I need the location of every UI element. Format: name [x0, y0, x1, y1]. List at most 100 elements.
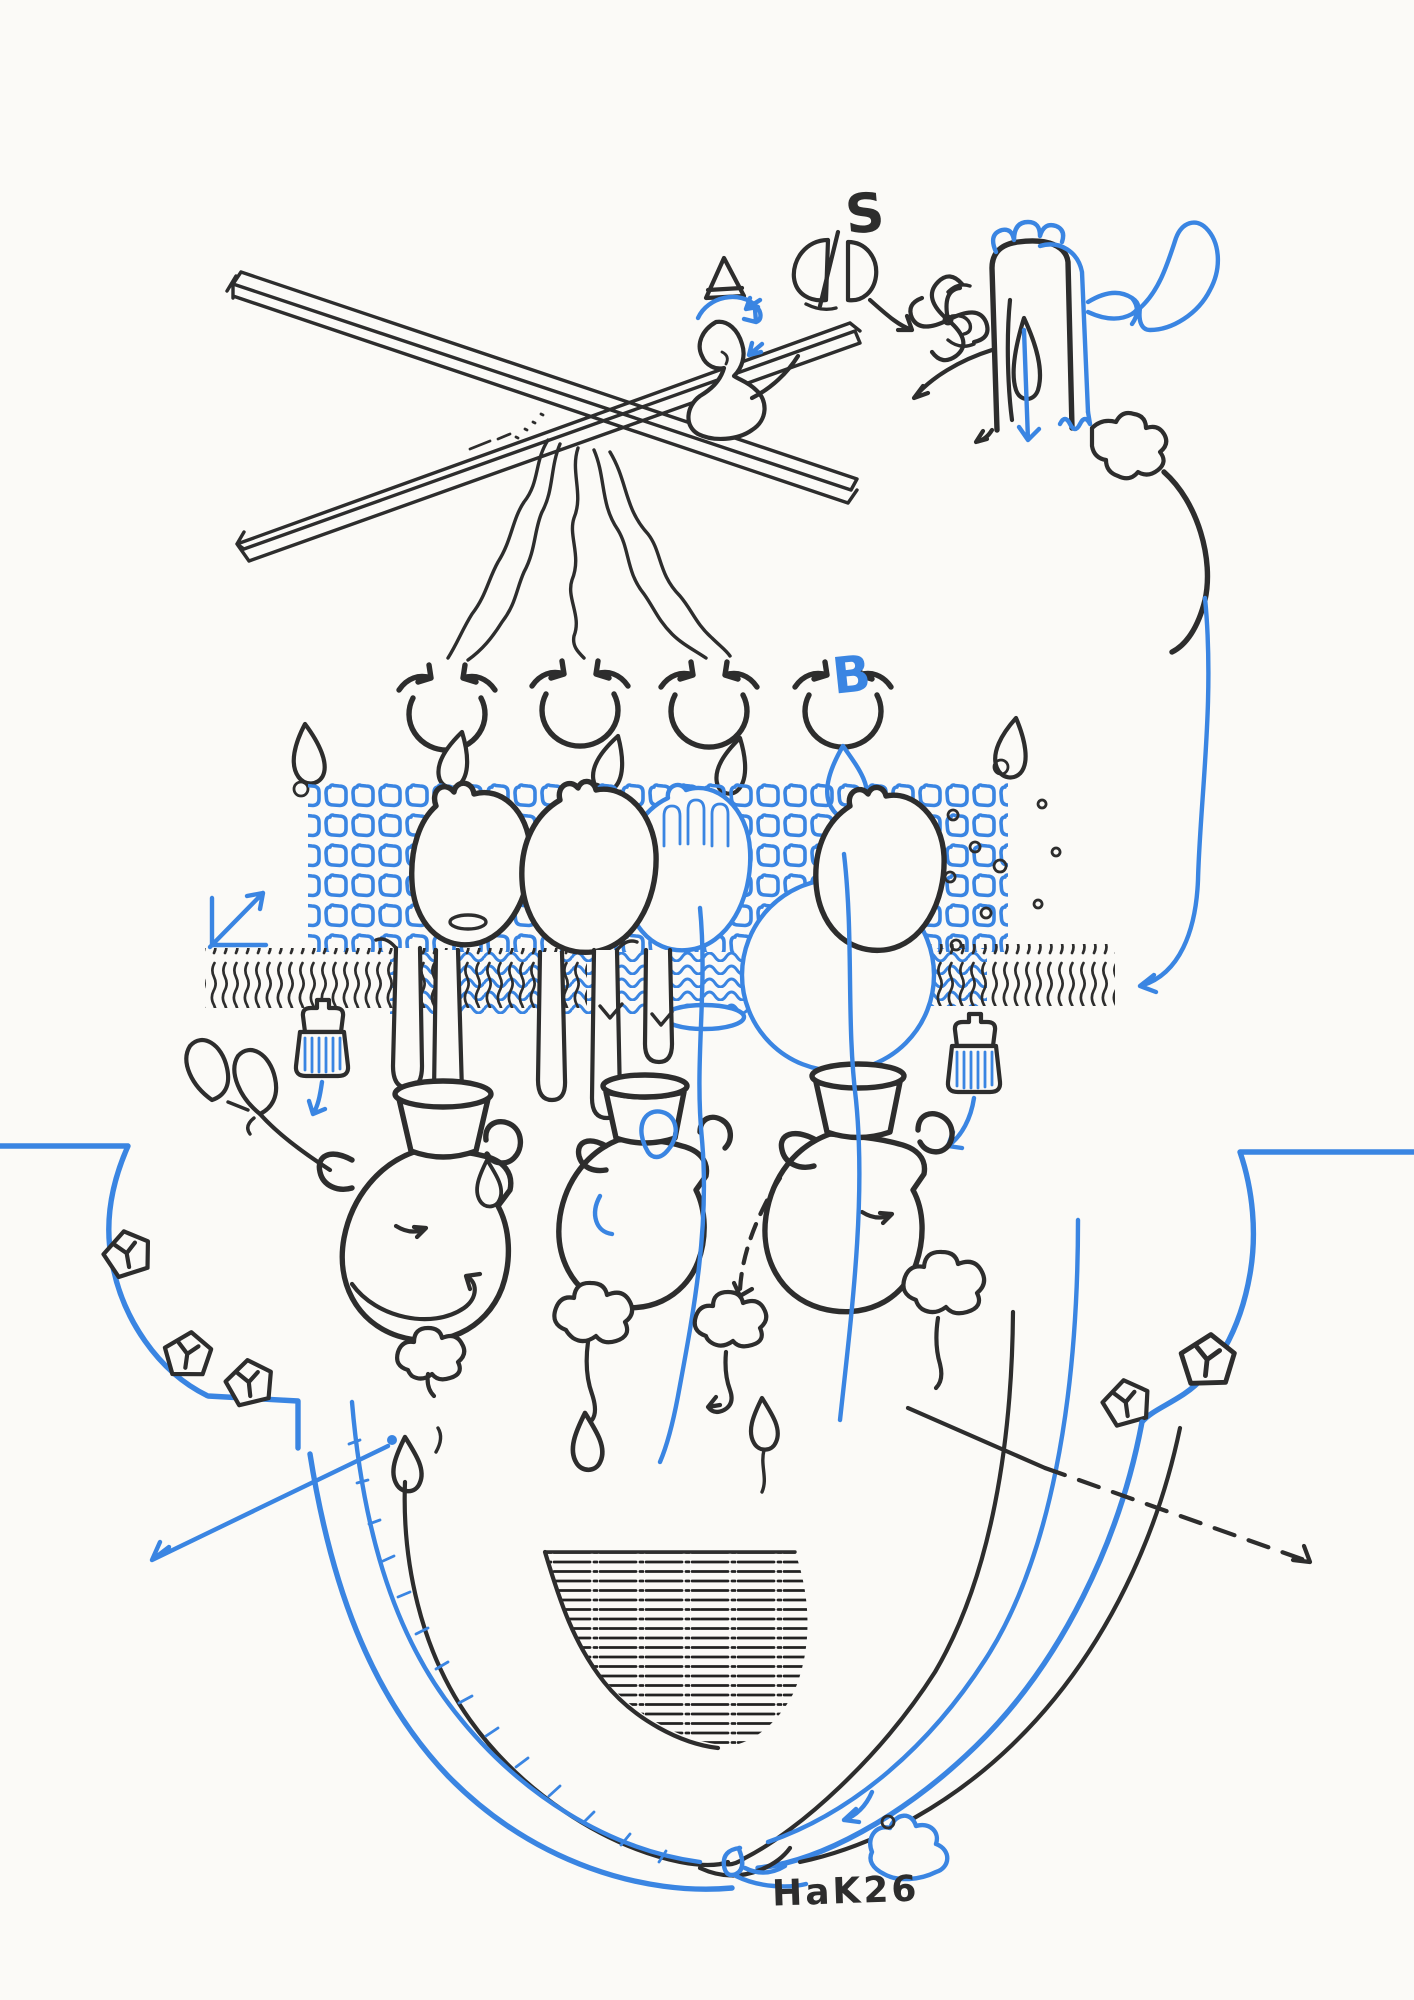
gourd-arm [749, 353, 801, 401]
face-scribbles [946, 283, 976, 348]
pinwheel-center [942, 314, 954, 326]
bottom-left-arrow [149, 1435, 397, 1563]
tube-left-blue-inner [349, 1399, 703, 1865]
black-balloon-2 [519, 778, 659, 955]
beam-left-down [225, 270, 859, 505]
cup-1 [396, 662, 498, 753]
broccoli-clusters [395, 1249, 987, 1423]
tube-right-blue-inner [765, 1217, 1081, 1845]
strap-2 [837, 851, 862, 1423]
dashed-curve-head [731, 1280, 755, 1299]
arrow-origin-dot [387, 1435, 397, 1445]
broccoli-3 [692, 1289, 769, 1415]
loop-curls-and-ticks [374, 937, 674, 1027]
flame-grid-right [993, 715, 1028, 780]
black-hatch-right [925, 944, 1115, 1006]
flag-triangle [207, 890, 269, 950]
right-boundary [1139, 1149, 1414, 1425]
split-oval-slash [817, 229, 841, 309]
sausage-inner-fold [1005, 297, 1015, 423]
torso2-rim [600, 1072, 690, 1100]
balloon-heads [409, 778, 947, 1074]
gourd-body [686, 319, 767, 441]
strand-4 [592, 448, 708, 660]
drop-4 [391, 1434, 424, 1494]
torso1-under-curl [349, 1271, 483, 1322]
side-boundaries [0, 1143, 1414, 1451]
pool-left-wall [542, 1549, 721, 1751]
torso3-rim [809, 1061, 907, 1091]
torso1-belly-mark [393, 1223, 429, 1240]
long-arrow-solid [905, 1405, 1048, 1471]
strand-2 [466, 442, 562, 662]
top-right-figure [911, 219, 1221, 995]
strap-1 [657, 905, 707, 1465]
strap-curl [592, 1193, 615, 1237]
torso1-leaf [232, 1048, 279, 1117]
dashed-arrows [731, 1175, 1313, 1565]
torso1-rim [392, 1078, 494, 1110]
weight-right-stripes [955, 1050, 994, 1090]
strap-loop [639, 1109, 678, 1160]
falling-drops [391, 1158, 780, 1494]
weight-left-arrow [306, 1079, 328, 1117]
signature-dot [880, 1814, 896, 1830]
rock-3 [223, 1358, 273, 1408]
blue-bow-loop [1085, 290, 1141, 327]
arm-with-arrow [911, 347, 995, 401]
arrow-to-pinwheel [867, 297, 915, 333]
rock-1 [101, 1229, 151, 1280]
cup-3 [658, 659, 760, 750]
broccoli-1 [395, 1325, 467, 1399]
signature-squiggle [721, 1845, 809, 1889]
torso2-body [556, 1136, 710, 1311]
beam-dots [468, 412, 545, 451]
weights [293, 997, 1003, 1151]
split-oval-right [845, 239, 879, 303]
weight-left-body [293, 1029, 351, 1079]
broccoli-4 [901, 1249, 987, 1391]
strand-5 [608, 450, 732, 658]
pinwheel [908, 274, 990, 363]
blue-balloon-comb [662, 798, 730, 848]
scalloped-blob [1089, 410, 1169, 481]
weight-left-stripes [303, 1036, 342, 1074]
long-arrow-dashed [1042, 1465, 1313, 1565]
blue-small-oval [661, 1002, 747, 1032]
flame-grid-left [291, 721, 327, 786]
squiggle-strands [446, 438, 732, 662]
junction-arrow [841, 1789, 875, 1825]
flame-grid-right-base [992, 758, 1010, 776]
blue-ticks-left-of-pinwheel [743, 295, 765, 358]
blue-right-outline [1037, 242, 1091, 415]
drop-2 [570, 1410, 605, 1473]
tube-left-blue-outer [307, 1451, 735, 1892]
drop-4-tick [434, 1426, 443, 1454]
pool-hatch [545, 1552, 808, 1746]
blue-crown [990, 219, 1066, 255]
blue-long-arrow [149, 1443, 391, 1563]
artist-signature: HaK26 [771, 1869, 920, 1915]
hip-sweep [1161, 469, 1211, 655]
tube-left-black [402, 1479, 731, 1868]
blue-long-line-to-band [1137, 595, 1211, 995]
blue-straps [592, 851, 862, 1465]
flame-grid-left-base [292, 780, 310, 798]
long-arrow-head [1290, 1543, 1313, 1565]
torso3-belly-mark [859, 1209, 895, 1226]
blue-zigzag [1057, 409, 1093, 432]
split-oval-left [791, 237, 831, 303]
split-oval-underline [804, 302, 838, 312]
tube-junction-blue [742, 1863, 788, 1875]
cup-row: B [396, 644, 894, 753]
black-balloon-1-mouth [448, 913, 488, 931]
tube-junction-curl [697, 1845, 793, 1878]
strand-3 [569, 446, 586, 660]
drop-3-tail [760, 1448, 766, 1494]
dashed-curve [737, 1175, 783, 1293]
drop-3 [748, 1395, 780, 1452]
rock-2 [162, 1330, 214, 1377]
rocks [101, 1229, 1237, 1428]
torso2-stumps [575, 1114, 733, 1174]
